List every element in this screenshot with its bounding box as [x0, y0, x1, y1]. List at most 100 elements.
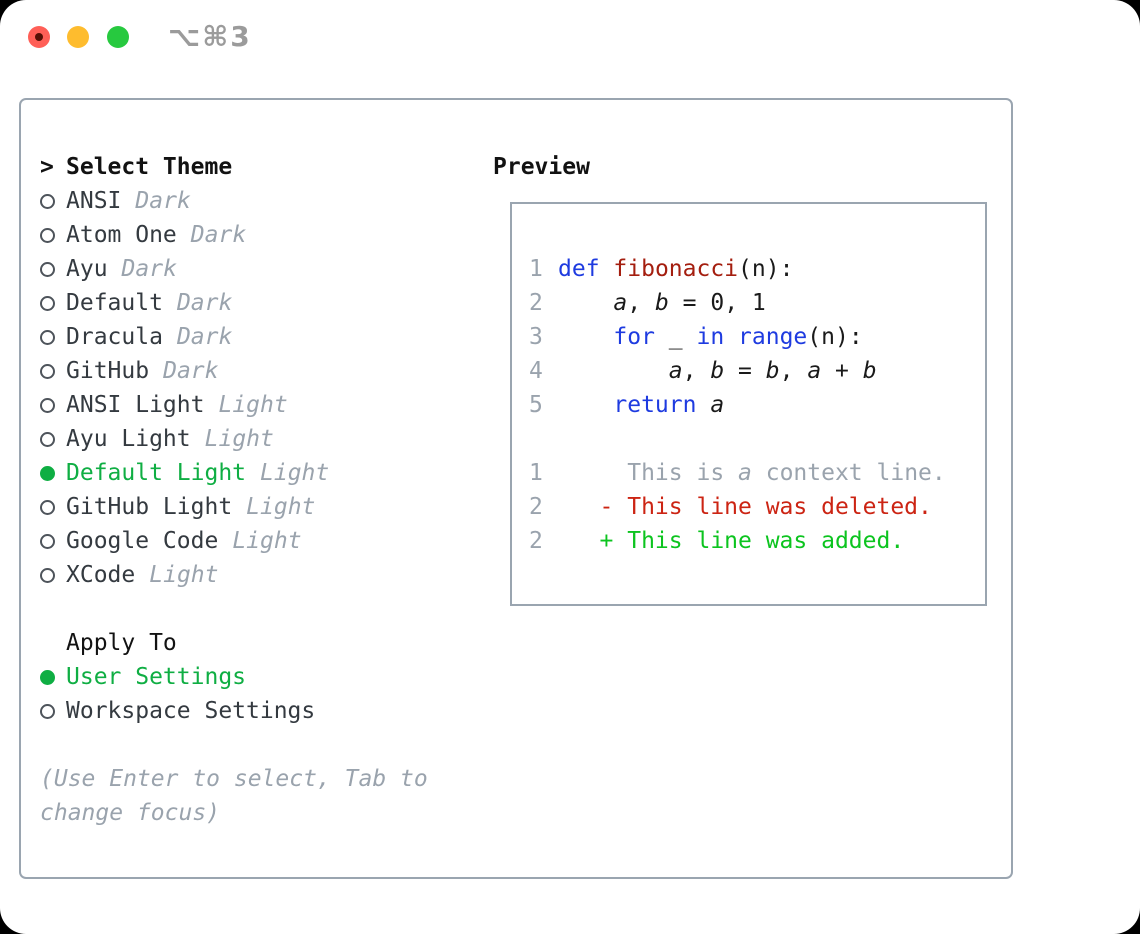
theme-variant-label: Dark: [176, 324, 233, 350]
title-bar: ⌥⌘3: [0, 0, 1140, 72]
line-number: 2: [529, 494, 543, 520]
line-number: 2: [529, 528, 543, 554]
code-token: def: [558, 256, 600, 282]
option-label: Workspace Settings: [66, 698, 316, 724]
theme-variant-label: Light: [149, 562, 219, 588]
keyboard-hint: (Use Enter to select, Tab to change focu…: [40, 766, 428, 826]
line-number: 1: [529, 256, 543, 282]
line-number: 3: [529, 324, 543, 350]
theme-variant-label: Dark: [121, 256, 177, 282]
line-number: 5: [529, 392, 543, 418]
option-label: XCode: [66, 562, 136, 588]
code-token: ,: [682, 358, 711, 384]
code-token: b: [710, 358, 725, 384]
code-token: b: [765, 358, 780, 384]
preview-code-line: [529, 422, 985, 456]
focus-marker: >: [40, 154, 66, 180]
radio-icon: [40, 193, 55, 209]
preview-code-line: 1 def fibonacci(n):: [529, 252, 985, 286]
preview-code-line: 2 - This line was deleted.: [529, 490, 985, 524]
chevron-right-icon: >: [40, 154, 54, 180]
preview-code-line: 5 return a: [529, 388, 985, 422]
code-token: +: [821, 358, 863, 384]
option-label: ANSI: [66, 188, 122, 214]
option-label: Ayu Light: [66, 426, 191, 452]
code-token: a: [807, 358, 822, 384]
code-token: range: [738, 324, 808, 350]
option-label: Dracula: [66, 324, 163, 350]
theme-option-github-light[interactable]: GitHub Light Light: [40, 490, 329, 524]
option-label: GitHub: [66, 358, 150, 384]
preview-code-line: 4 a, b = b, a + b: [529, 354, 985, 388]
theme-variant-label: Light: [232, 528, 302, 554]
theme-list-header: > Select Theme: [40, 150, 329, 184]
theme-variant-label: Light: [218, 392, 288, 418]
radio-icon: [40, 329, 55, 345]
theme-variant-label: Dark: [190, 222, 247, 248]
code-token: [558, 324, 613, 350]
code-token: [724, 324, 738, 350]
theme-option-ayu[interactable]: Ayu Dark: [40, 252, 329, 286]
code-token: [558, 358, 669, 384]
option-label: Ayu: [66, 256, 108, 282]
theme-option-ansi-light[interactable]: ANSI Light Light: [40, 388, 329, 422]
radio-icon: [40, 261, 55, 277]
code-token: b: [862, 358, 877, 384]
theme-option-github[interactable]: GitHub Dark: [40, 354, 329, 388]
preview-title: Preview: [493, 154, 590, 180]
option-label: GitHub Light: [66, 494, 233, 520]
code-token: + This line was added.: [558, 528, 905, 554]
preview-code-line: 2 + This line was added.: [529, 524, 985, 558]
code-token: in: [696, 324, 725, 350]
theme-variant-label: Dark: [163, 358, 219, 384]
code-token: (n):: [807, 324, 863, 350]
code-token: b: [654, 290, 669, 316]
minimize-button[interactable]: [67, 26, 89, 48]
theme-variant-label: Light: [246, 494, 316, 520]
code-token: fibonacci: [613, 256, 739, 282]
theme-option-xcode[interactable]: XCode Light: [40, 558, 329, 592]
theme-option-ayu-light[interactable]: Ayu Light Light: [40, 422, 329, 456]
code-token: context line.: [751, 460, 946, 486]
apply-option-user-settings[interactable]: User Settings: [40, 660, 315, 694]
theme-option-default-light[interactable]: Default Light Light: [40, 456, 329, 490]
theme-variant-label: Light: [204, 426, 274, 452]
theme-variant-label: Light: [260, 460, 330, 486]
apply-option-workspace-settings[interactable]: Workspace Settings: [40, 694, 315, 728]
line-number: 1: [529, 460, 543, 486]
theme-option-ansi[interactable]: ANSI Dark: [40, 184, 329, 218]
option-label: User Settings: [66, 664, 247, 690]
radio-icon: [40, 397, 55, 413]
code-token: for: [613, 324, 655, 350]
code-token: [558, 392, 613, 418]
option-label: Default: [66, 290, 163, 316]
theme-option-default[interactable]: Default Dark: [40, 286, 329, 320]
code-token: a: [710, 392, 725, 418]
code-token: (n):: [738, 256, 794, 282]
radio-selected-icon: [40, 669, 55, 685]
radio-selected-icon: [40, 465, 55, 481]
preview-code-line: 3 for _ in range(n):: [529, 320, 985, 354]
code-token: _: [654, 324, 697, 350]
code-token: ,: [779, 358, 808, 384]
option-label: ANSI Light: [66, 392, 205, 418]
theme-variant-label: Dark: [135, 188, 191, 214]
radio-icon: [40, 567, 55, 583]
theme-option-dracula[interactable]: Dracula Dark: [40, 320, 329, 354]
theme-variant-label: Dark: [176, 290, 233, 316]
zoom-button[interactable]: [107, 26, 129, 48]
option-label: Default Light: [66, 460, 247, 486]
code-token: =: [724, 358, 766, 384]
code-token: a: [613, 290, 628, 316]
code-token: [600, 256, 614, 282]
code-token: [696, 392, 710, 418]
close-button[interactable]: [28, 26, 50, 48]
code-token: a: [738, 460, 752, 486]
radio-icon: [40, 533, 55, 549]
